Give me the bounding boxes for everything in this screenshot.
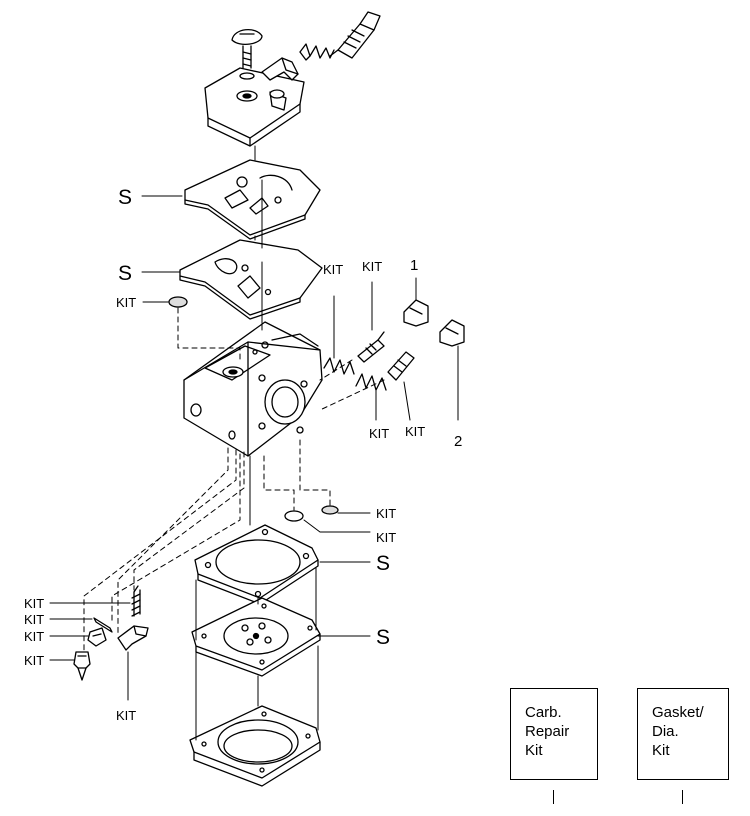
lever-screw <box>87 627 107 647</box>
assembly-solid-lines <box>195 179 319 741</box>
pump-gasket <box>194 524 319 605</box>
legend-line: Carb. <box>525 704 562 721</box>
top-lever <box>261 57 299 81</box>
screen-filter-upper <box>168 296 188 308</box>
label-kit-spring: KIT <box>24 596 44 611</box>
gasket-plate-middle <box>179 239 323 320</box>
carburetor-body <box>183 321 323 457</box>
legend-line: Dia. <box>652 723 679 740</box>
label-part-1: 1 <box>410 257 418 274</box>
fulcrum-pin <box>93 617 113 633</box>
label-kit-screen: KIT <box>116 295 136 310</box>
legend-gasket-dia-kit-stem <box>682 790 683 804</box>
legend-line: Repair <box>525 723 570 740</box>
screen-filter-right <box>321 505 339 515</box>
diagram-labels: S S KIT KIT KIT 1 KIT KIT 2 KIT KIT S S … <box>24 186 462 723</box>
label-s-gasket-middle: S <box>118 262 132 285</box>
legend-line: Kit <box>525 742 543 759</box>
check-valve-disc <box>284 510 304 522</box>
top-spring <box>299 43 335 61</box>
diaphragm-plate <box>191 597 321 677</box>
label-kit-needle-upper-b: KIT <box>362 259 382 274</box>
needle-spring-upper <box>323 331 385 375</box>
top-needle-pin <box>329 11 381 59</box>
label-part-2: 2 <box>454 433 462 450</box>
label-kit-screen-right: KIT <box>376 506 396 521</box>
label-kit-check-valve: KIT <box>376 530 396 545</box>
label-s-pump-gasket: S <box>376 552 390 575</box>
label-kit-screw: KIT <box>24 629 44 644</box>
inlet-needle-spring <box>131 585 141 617</box>
inlet-needle <box>73 651 91 681</box>
legend-line: Gasket/ <box>652 704 704 721</box>
label-kit-needle-lower-b: KIT <box>405 424 425 439</box>
bottom-cover <box>189 705 321 787</box>
legend-carb-repair-kit: Carb. Repair Kit <box>510 688 598 780</box>
label-kit-pin: KIT <box>24 612 44 627</box>
label-kit-needle-lower-a: KIT <box>369 426 389 441</box>
assembly-dashed-lines <box>83 307 385 653</box>
gasket-plate-top <box>184 159 321 240</box>
legend-gasket-dia-kit: Gasket/ Dia. Kit <box>637 688 729 780</box>
label-kit-inlet-needle: KIT <box>24 653 44 668</box>
legend-line: Kit <box>652 742 670 759</box>
needle-spring-lower <box>355 351 415 391</box>
limiter-cap-2 <box>439 319 465 347</box>
label-s-diaphragm: S <box>376 626 390 649</box>
metering-lever <box>117 625 149 651</box>
label-kit-needle-upper-a: KIT <box>323 262 343 277</box>
label-s-gasket-top: S <box>118 186 132 209</box>
label-kit-lever: KIT <box>116 708 136 723</box>
legend-carb-repair-kit-stem <box>553 790 554 804</box>
top-screw <box>231 29 263 80</box>
limiter-cap-1 <box>403 299 429 327</box>
leader-lines <box>49 145 459 707</box>
top-cover <box>204 67 305 147</box>
